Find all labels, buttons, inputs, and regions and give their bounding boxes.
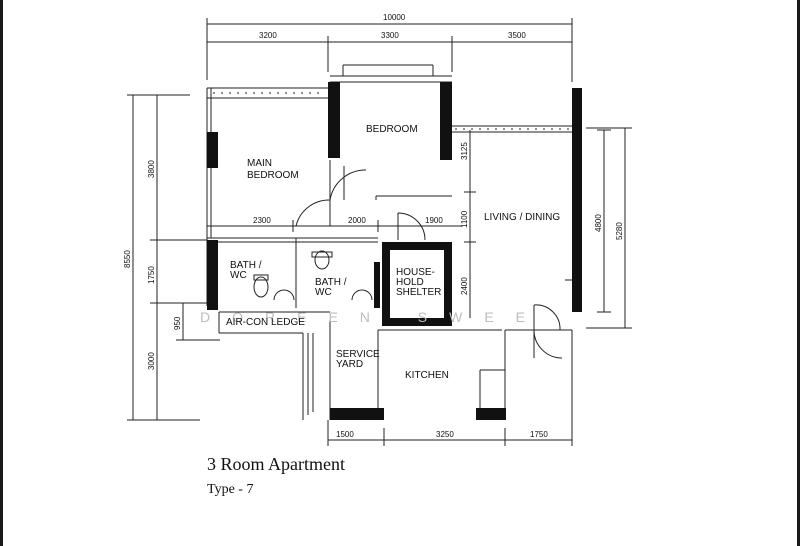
dim-right-outer: 5280	[615, 222, 624, 240]
dim-right-inner: 4800	[594, 214, 603, 232]
bath2-label-line1: BATH /	[315, 277, 347, 288]
dim-top-seg-3: 3500	[508, 31, 526, 40]
plan-title: 3 Room Apartment	[207, 454, 345, 474]
solid-walls	[207, 82, 582, 420]
dim-left-seg-3: 3000	[147, 352, 156, 370]
dim-top-seg-2: 3300	[381, 31, 399, 40]
bath1-label-line1: BATH /	[230, 260, 262, 271]
bedroom-label: BEDROOM	[366, 124, 418, 135]
right-edge-bar	[797, 0, 800, 546]
shelter-label-line1: HOUSE-	[396, 267, 435, 278]
dimension-lines	[127, 18, 632, 446]
dim-bottom-seg-2: 3250	[436, 430, 454, 439]
main-bedroom-label-line1: MAIN	[247, 158, 272, 169]
left-edge-bar	[0, 0, 3, 546]
room-labels: MAIN BEDROOM BEDROOM LIVING / DINING BAT…	[226, 124, 560, 381]
watermark: DOREEN SWEE	[200, 309, 547, 325]
dimension-labels: 10000 3200 3300 3500 1500 3250 1750 2300…	[123, 13, 624, 439]
dim-interior-3: 1900	[425, 216, 443, 225]
dim-left-seg-1: 3800	[147, 160, 156, 178]
dim-vertical-1: 3125	[460, 142, 469, 160]
bath-fixtures	[253, 250, 373, 301]
dim-left-aux: 950	[173, 316, 182, 330]
dim-bottom-seg-1: 1500	[336, 430, 354, 439]
service-yard-label-line2: YARD	[336, 359, 363, 370]
dim-top-total: 10000	[383, 13, 406, 22]
dim-top-seg-1: 3200	[259, 31, 277, 40]
door-swings	[295, 166, 563, 359]
service-yard-label-line1: SERVICE	[336, 349, 380, 360]
dim-left-seg-2: 1750	[147, 266, 156, 284]
dim-vertical-3: 2400	[460, 277, 469, 295]
plan-subtitle: Type - 7	[207, 482, 254, 497]
main-bedroom-label-line2: BEDROOM	[247, 170, 299, 181]
kitchen-label: KITCHEN	[405, 370, 449, 381]
dim-bottom-seg-3: 1750	[530, 430, 548, 439]
living-dining-label: LIVING / DINING	[484, 212, 560, 223]
bath2-label-line2: WC	[315, 287, 332, 298]
bath1-label-line2: WC	[230, 270, 247, 281]
shelter-label-line3: SHELTER	[396, 287, 441, 298]
dim-left-total: 8550	[123, 250, 132, 268]
dim-interior-2: 2000	[348, 216, 366, 225]
aircon-ledge-label: AIR-CON LEDGE	[226, 317, 305, 328]
shelter-label-line2: HOLD	[396, 277, 424, 288]
dim-vertical-2: 1100	[460, 210, 469, 228]
dim-interior-1: 2300	[253, 216, 271, 225]
